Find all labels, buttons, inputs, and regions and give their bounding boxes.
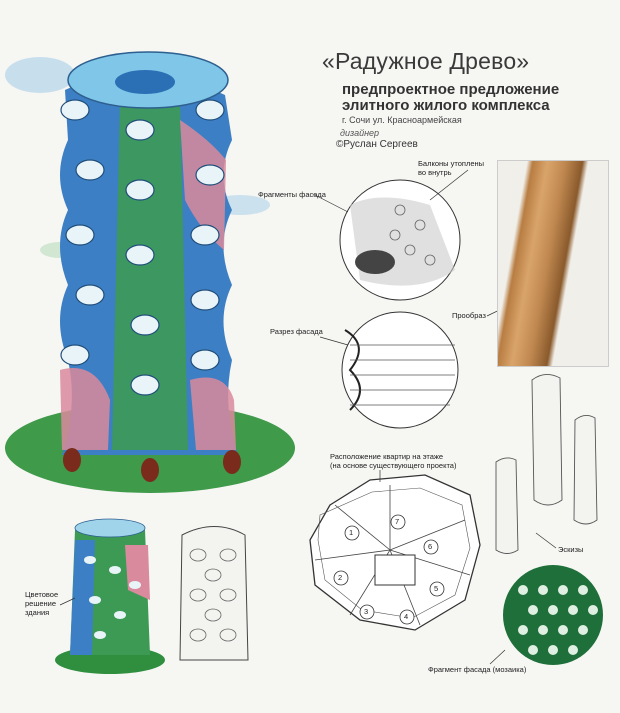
designer-name: ©Руслан Сергеев [336,139,418,150]
page-subtitle: предпроектное предложение элитного жилог… [342,82,559,114]
label-balconies: Балконы утоплены во внутрь [418,159,484,177]
designer-label: дизайнер [340,128,380,138]
apartment-number: 4 [404,612,409,621]
label-apartment-layout: Расположение квартир на этаже (на основе… [330,452,456,470]
label-color-solution: Цветовое решение здания [25,590,58,617]
page-title: «Радужное Древо» [322,48,530,74]
label-balconies-line-2: во внутрь [418,168,452,177]
apartment-number: 6 [428,542,433,551]
label-sketches: Эскизы [558,545,584,554]
label-facade-section: Разрез фасада [270,327,323,336]
mosaic-drawing [489,565,603,665]
apartment-number: 2 [338,573,343,582]
label-facade-fragments: Фрагменты фасада [258,190,326,199]
label-layout-line-1: Расположение квартир на этаже [330,452,444,461]
prototype-photo [497,160,609,367]
label-balconies-line-1: Балконы утоплены [418,159,485,168]
apartment-number: 3 [364,607,369,616]
label-color-line-3: здания [25,608,50,617]
facade-fragment-drawing [312,179,461,301]
floor-plan-drawing [309,470,481,631]
main-tower-drawing [5,51,295,493]
lattice-elevation-drawing [179,526,249,661]
subtitle-line-2: элитного жилого комплекса [342,97,550,114]
color-tower-drawing [55,518,165,674]
facade-section-drawing [319,311,459,429]
subtitle-line-1: предпроектное предложение [342,81,560,98]
label-mosaic: Фрагмент фасада (мозаика) [428,665,527,674]
city-address: г. Сочи ул. Красноармейская [342,115,462,125]
apartment-number: 7 [395,517,400,526]
sketches-drawing [495,374,598,554]
label-color-line-1: Цветовое [25,590,59,599]
apartment-number: 5 [434,584,439,593]
label-layout-line-2: (на основе существующего проекта) [330,461,457,470]
label-color-line-2: решение [25,599,57,608]
apartment-number: 1 [349,528,354,537]
label-prototype: Прообраз [452,311,486,320]
